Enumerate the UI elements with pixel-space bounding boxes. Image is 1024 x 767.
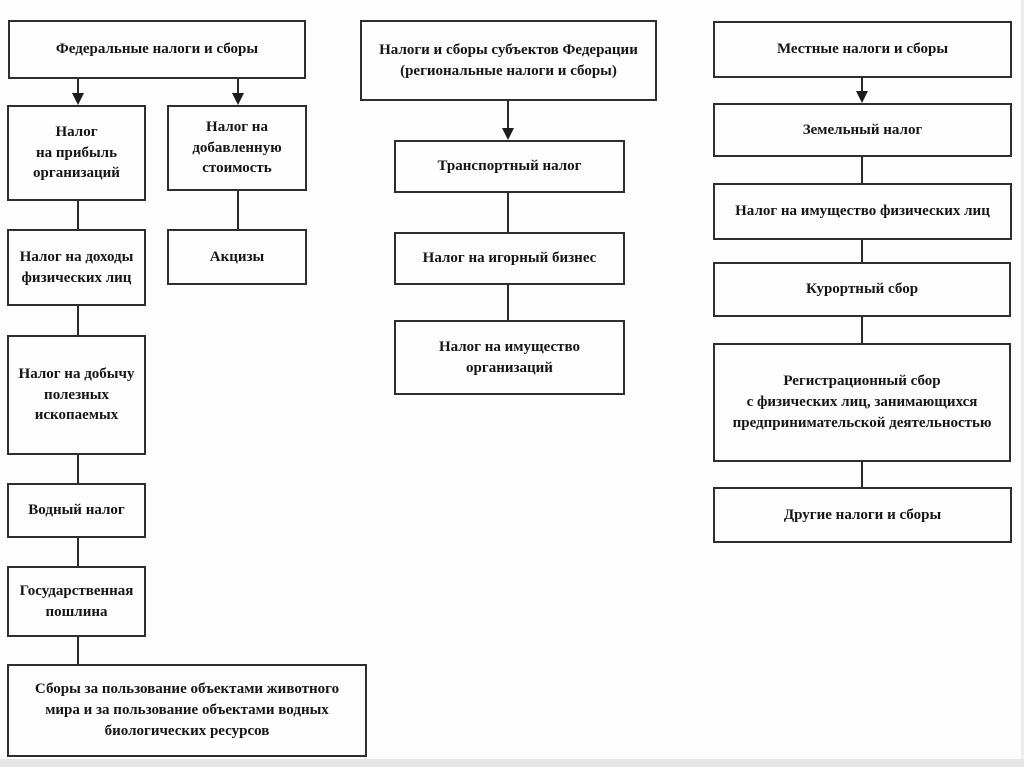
connector-line bbox=[237, 79, 239, 95]
connector-line bbox=[77, 79, 79, 95]
connector-line bbox=[861, 157, 863, 183]
node-excise: Акцизы bbox=[167, 229, 307, 285]
node-land-tax: Земельный налог bbox=[713, 103, 1012, 157]
connector-line bbox=[77, 538, 79, 566]
node-local-header: Местные налоги и сборы bbox=[713, 21, 1012, 78]
node-wildlife-water-fees: Сборы за пользование объектами животного… bbox=[7, 664, 367, 757]
node-water-tax: Водный налог bbox=[7, 483, 146, 538]
node-transport-tax: Транспортный налог bbox=[394, 140, 625, 193]
connector-line bbox=[77, 201, 79, 229]
node-personal-property-tax: Налог на имущество физических лиц bbox=[713, 183, 1012, 240]
node-vat: Налог на добавленную стоимость bbox=[167, 105, 307, 191]
node-mineral-extraction-tax: Налог на добычу полезных ископаемых bbox=[7, 335, 146, 455]
node-other-taxes: Другие налоги и сборы bbox=[713, 487, 1012, 543]
connector-line bbox=[861, 462, 863, 487]
scan-edge-bottom bbox=[0, 759, 1024, 767]
down-arrow-icon bbox=[72, 93, 84, 105]
down-arrow-icon bbox=[232, 93, 244, 105]
node-profit-tax: Налог на прибыль организаций bbox=[7, 105, 146, 201]
connector-line bbox=[507, 193, 509, 232]
node-gambling-tax: Налог на игорный бизнес bbox=[394, 232, 625, 285]
scan-edge-right bbox=[1021, 0, 1024, 767]
node-corporate-property-tax: Налог на имущество организаций bbox=[394, 320, 625, 395]
down-arrow-icon bbox=[502, 128, 514, 140]
connector-line bbox=[861, 317, 863, 343]
down-arrow-icon bbox=[856, 91, 868, 103]
connector-line bbox=[507, 101, 509, 129]
node-federal-header: Федеральные налоги и сборы bbox=[8, 20, 306, 79]
node-state-duty: Государственная пошлина bbox=[7, 566, 146, 637]
node-registration-fee: Регистрационный сбор с физических лиц, з… bbox=[713, 343, 1011, 462]
connector-line bbox=[237, 191, 239, 229]
node-personal-income-tax: Налог на доходы физических лиц bbox=[7, 229, 146, 306]
connector-line bbox=[77, 637, 79, 664]
connector-line bbox=[861, 240, 863, 262]
connector-line bbox=[861, 78, 863, 93]
connector-line bbox=[77, 455, 79, 483]
connector-line bbox=[507, 285, 509, 320]
node-resort-fee: Курортный сбор bbox=[713, 262, 1011, 317]
node-regional-header: Налоги и сборы субъектов Федерации (реги… bbox=[360, 20, 657, 101]
connector-line bbox=[77, 306, 79, 335]
